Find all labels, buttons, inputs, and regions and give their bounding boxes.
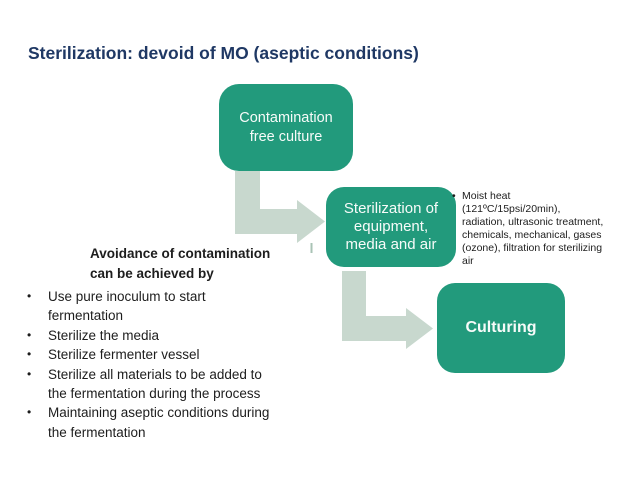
flow-box-label: Contamination free culture bbox=[239, 109, 333, 145]
flow-box-label: Culturing bbox=[465, 319, 537, 336]
list-item-text: Sterilize fermenter vessel bbox=[48, 347, 200, 363]
list-item: • Sterilize all materials to be added to… bbox=[27, 365, 337, 404]
bullet-marker: • bbox=[27, 405, 32, 420]
list-item: • Sterilize fermenter vessel bbox=[27, 345, 337, 364]
flow-box-contamination-free-culture: Contamination free culture bbox=[219, 84, 353, 171]
list-item-text: Sterilize all materials to be added to t… bbox=[48, 366, 262, 402]
flow-box-culturing: Culturing bbox=[437, 283, 565, 373]
bullet-marker: • bbox=[452, 190, 456, 202]
bullet-marker: • bbox=[27, 366, 32, 381]
list-item: • Sterilize the media bbox=[27, 326, 337, 345]
list-item: • Use pure inoculum to start fermentatio… bbox=[27, 287, 337, 326]
bullet-marker: • bbox=[27, 327, 32, 342]
flow-box-label: Sterilization of equipment, media and ai… bbox=[343, 199, 439, 254]
bullet-marker: • bbox=[27, 347, 32, 362]
slide-title: Sterilization: devoid of MO (aseptic con… bbox=[28, 43, 419, 63]
avoidance-heading: Avoidance of contamination can be achiev… bbox=[90, 246, 271, 281]
list-item-text: Use pure inoculum to start fermentation bbox=[48, 289, 206, 324]
list-item: • Maintaining aseptic conditions during … bbox=[27, 403, 337, 442]
bullet-marker: • bbox=[27, 289, 32, 303]
list-item-text: Maintaining aseptic conditions during th… bbox=[48, 405, 270, 440]
note-text: Moist heat (121ºC/15psi/20min), radiatio… bbox=[462, 190, 604, 267]
flow-box-sterilization: Sterilization of equipment, media and ai… bbox=[326, 187, 456, 267]
sterilization-methods-note: • Moist heat (121ºC/15psi/20min), radiat… bbox=[452, 190, 636, 268]
bent-arrow-1 bbox=[235, 171, 325, 243]
list-item-text: Sterilize the media bbox=[48, 327, 160, 343]
bent-arrow-2 bbox=[342, 271, 433, 349]
tick-mark bbox=[310, 243, 313, 253]
avoidance-bullet-list: • Use pure inoculum to start fermentatio… bbox=[27, 287, 337, 442]
